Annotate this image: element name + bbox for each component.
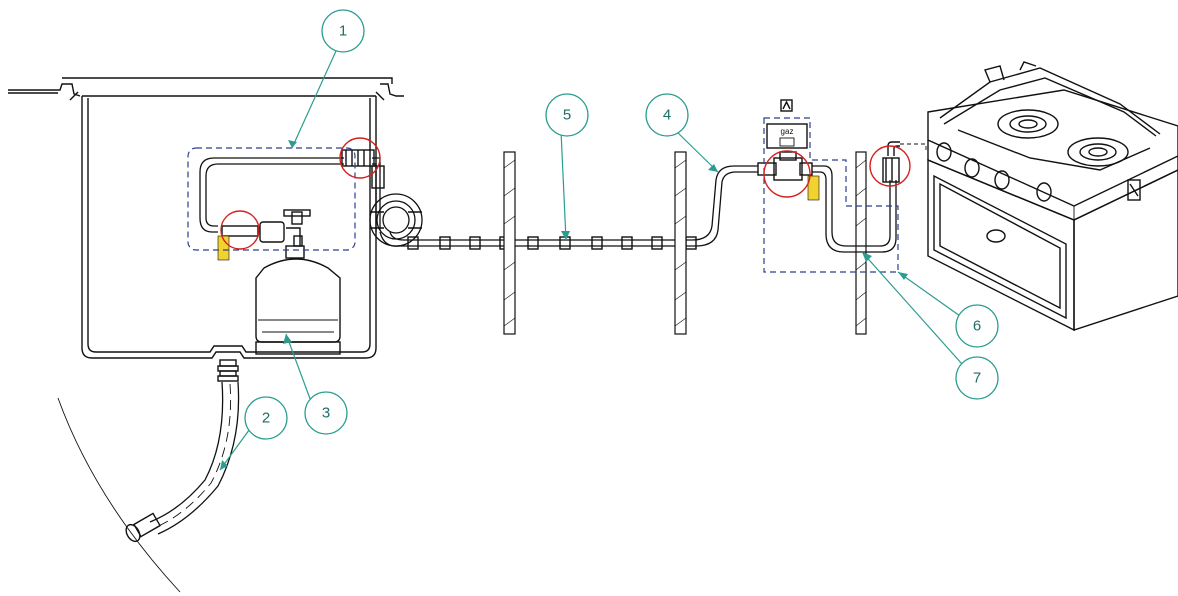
cooker-feed-pipe: [812, 141, 927, 253]
callout-3-label: 3: [322, 405, 330, 422]
callout-2-label: 2: [262, 410, 270, 427]
callout-7-label: 7: [973, 370, 981, 387]
callout-5: 5: [545, 93, 589, 137]
check-ring-locker-outlet: [339, 137, 381, 179]
cooker-oven: [927, 61, 1178, 332]
check-ring-shutoff-valve: [763, 150, 811, 198]
callout-7: 7: [955, 356, 999, 400]
gas-locker: [8, 77, 404, 359]
callout-2: 2: [244, 396, 288, 440]
dashed-box-6: [763, 117, 899, 273]
bulkhead-1: [503, 151, 516, 335]
hull-fitting: [125, 512, 161, 543]
gas-bottle: [255, 245, 341, 355]
regulator-valve: [217, 209, 311, 261]
check-ring-cooker-inlet: [869, 145, 911, 187]
supply-pipe: [379, 165, 758, 247]
locker-top-fitting: [341, 149, 375, 167]
shutoff-valve: [757, 151, 820, 201]
callout-4: 4: [645, 93, 689, 137]
callout-4-label: 4: [663, 107, 671, 124]
warning-tag-1: [217, 235, 230, 261]
hull-line: [57, 397, 181, 593]
dashed-box-1: [187, 147, 356, 251]
warning-tag-2: [807, 175, 820, 201]
bulkhead-3: [855, 151, 867, 335]
valve-symbol-icon: [780, 99, 793, 112]
callout-5-label: 5: [563, 107, 571, 124]
callout-6-label: 6: [973, 318, 981, 335]
gaz-label: gaz: [781, 127, 794, 136]
callout-6: 6: [955, 304, 999, 348]
check-ring-locker-regulator: [220, 210, 260, 250]
drain-hose: [125, 359, 240, 543]
callout-1-label: 1: [339, 23, 347, 40]
callout-1: 1: [321, 9, 365, 53]
bulkhead-2: [674, 151, 687, 335]
leader-lines: [219, 50, 963, 471]
pipe-clips: [407, 236, 697, 250]
gaz-placard: gaz: [766, 99, 808, 149]
callout-3: 3: [304, 391, 348, 435]
